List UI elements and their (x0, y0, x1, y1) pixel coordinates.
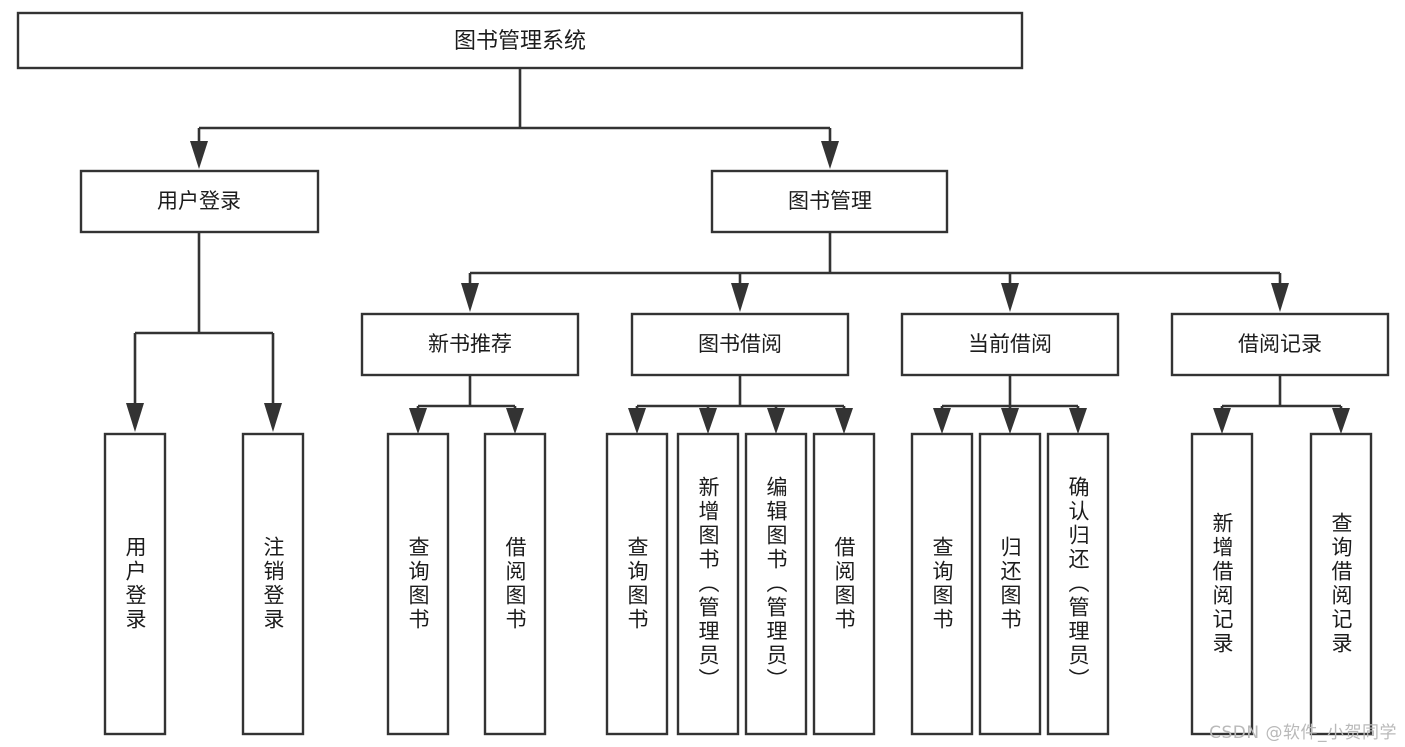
current-borrow-box[interactable] (900, 312, 1120, 377)
arrow-head-leaf-new-book-1 (409, 408, 427, 434)
node-new-book-recommend[interactable]: 新书推荐 (360, 312, 580, 377)
leaf-box-book-borrow-3[interactable] (744, 432, 808, 736)
node-user-login[interactable]: 用户登录 (79, 169, 320, 234)
node-book-borrow[interactable]: 图书借阅 (630, 312, 850, 377)
leaf-box-current-borrow-3[interactable] (1046, 432, 1110, 736)
arrow-head-to-book-manage (821, 141, 839, 169)
arrow-head-leaf-book-borrow-1 (628, 408, 646, 434)
arrow-head-leaf-current-borrow-2 (1001, 408, 1019, 434)
leaf-box-book-borrow-1[interactable] (605, 432, 669, 736)
arrow-head-leaf-book-borrow-2 (699, 408, 717, 434)
arrow-head-to-borrow-record (1271, 283, 1289, 312)
node-root[interactable]: 图书管理系统 (16, 11, 1024, 70)
book-borrow-label: 图书借阅 (698, 332, 782, 356)
leaf-box-user-login-1[interactable] (103, 432, 167, 736)
node-current-borrow[interactable]: 当前借阅 (900, 312, 1120, 377)
arrow-head-leaf-new-book-2 (506, 408, 524, 434)
arrow-head-leaf-current-borrow-3 (1069, 408, 1087, 434)
leaf-box-new-book-2[interactable] (483, 432, 547, 736)
root-box[interactable] (16, 11, 1024, 70)
arrow-head-to-current-borrow (1001, 283, 1019, 312)
arrow-head-leaf-borrow-record-1 (1213, 408, 1231, 434)
leaf-box-book-borrow-2[interactable] (676, 432, 740, 736)
watermark-text: CSDN @软件_小贺同学 (1209, 723, 1397, 743)
node-book-manage[interactable]: 图书管理 (710, 169, 949, 234)
leaf-box-borrow-record-2[interactable] (1309, 432, 1373, 736)
arrow-head-leaf-book-borrow-3 (767, 408, 785, 434)
arrow-head-leaf-borrow-record-2 (1332, 408, 1350, 434)
arrow-head-to-user-login (190, 141, 208, 169)
arrow-head-to-book-borrow (731, 283, 749, 312)
current-borrow-label: 当前借阅 (968, 332, 1052, 356)
leaf-box-current-borrow-2[interactable] (978, 432, 1042, 736)
borrow-record-label: 借阅记录 (1238, 332, 1322, 356)
root-label: 图书管理系统 (454, 29, 586, 54)
leaf-box-new-book-1[interactable] (386, 432, 450, 736)
node-borrow-record[interactable]: 借阅记录 (1170, 312, 1390, 377)
arrow-head-to-new-book (461, 283, 479, 312)
arrow-head-leaf-user-login-1 (126, 403, 144, 432)
book-manage-label: 图书管理 (788, 189, 872, 213)
user-login-label: 用户登录 (157, 189, 241, 213)
arrow-head-leaf-book-borrow-4 (835, 408, 853, 434)
book-borrow-box[interactable] (630, 312, 850, 377)
arrow-head-leaf-current-borrow-1 (933, 408, 951, 434)
leaf-box-current-borrow-1[interactable] (910, 432, 974, 736)
book-manage-box[interactable] (710, 169, 949, 234)
new-book-recommend-box[interactable] (360, 312, 580, 377)
leaf-box-borrow-record-1[interactable] (1190, 432, 1254, 736)
leaf-box-user-login-2[interactable] (241, 432, 305, 736)
arrow-head-leaf-user-login-2 (264, 403, 282, 432)
new-book-recommend-label: 新书推荐 (428, 332, 512, 356)
borrow-record-box[interactable] (1170, 312, 1390, 377)
leaf-box-book-borrow-4[interactable] (812, 432, 876, 736)
